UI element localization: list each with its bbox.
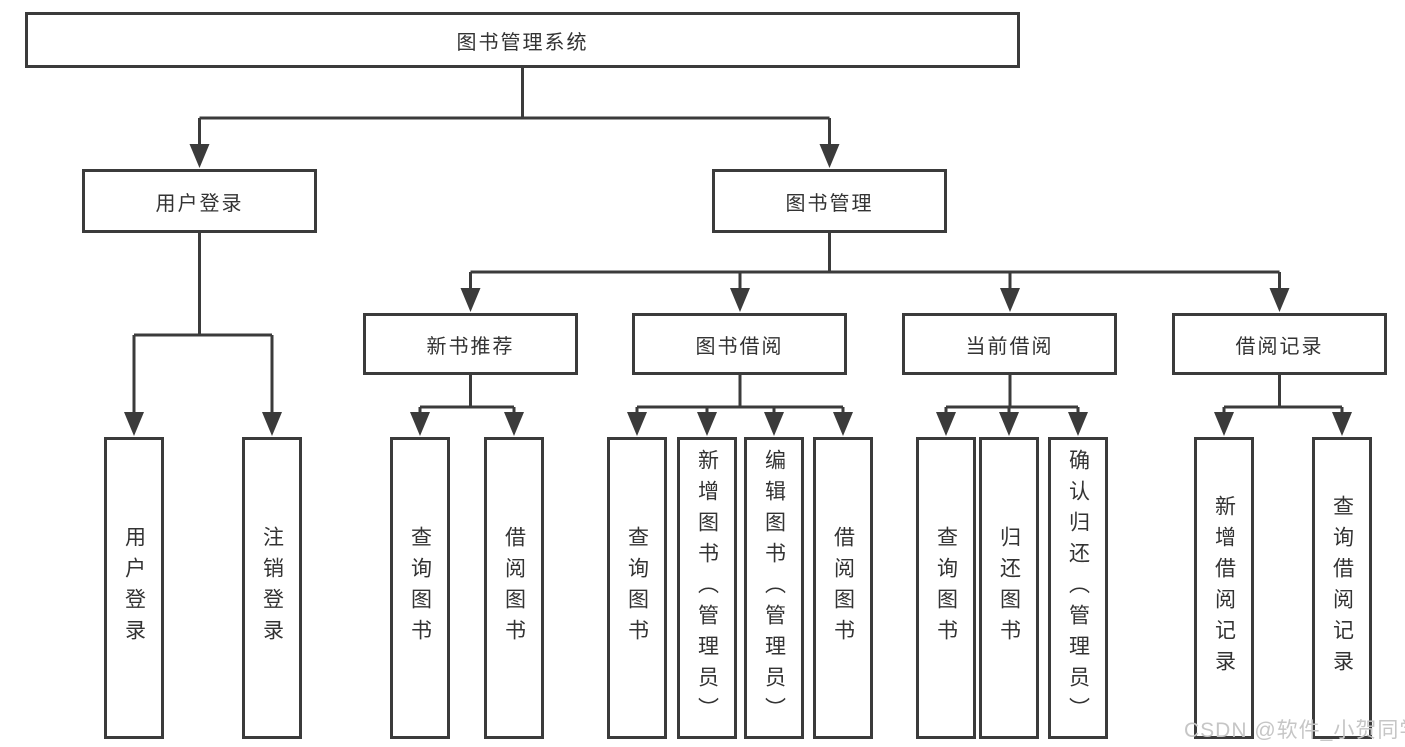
leaf-borrowing-query-books: 查询图书 [607, 437, 667, 739]
leaf-logout-label: 注销登录 [260, 526, 284, 650]
leaf-borrowing-borrow-books-label: 借阅图书 [831, 526, 855, 650]
node-user-login-label: 用户登录 [155, 192, 244, 215]
node-new-book-recommend-label: 新书推荐 [426, 335, 515, 358]
leaf-borrowing-edit-books-admin: 编辑图书（管理员） [744, 437, 804, 739]
leaf-current-confirm-return-admin: 确认归还（管理员） [1048, 437, 1108, 739]
node-user-login: 用户登录 [82, 169, 317, 233]
leaf-current-query-books-label: 查询图书 [934, 526, 958, 650]
leaf-borrowing-borrow-books: 借阅图书 [813, 437, 873, 739]
node-new-book-recommend: 新书推荐 [363, 313, 578, 375]
leaf-user-login-label: 用户登录 [122, 526, 146, 650]
node-book-management: 图书管理 [712, 169, 947, 233]
leaf-recommend-borrow-books-label: 借阅图书 [502, 526, 526, 650]
leaf-logout: 注销登录 [242, 437, 302, 739]
leaf-records-add-record: 新增借阅记录 [1194, 437, 1254, 739]
node-borrowing-records-label: 借阅记录 [1235, 335, 1324, 358]
leaf-borrowing-add-books-admin: 新增图书（管理员） [677, 437, 737, 739]
node-root-label: 图书管理系统 [456, 31, 589, 54]
node-root: 图书管理系统 [25, 12, 1020, 68]
leaf-records-add-record-label: 新增借阅记录 [1212, 495, 1236, 681]
leaf-borrowing-edit-books-admin-label: 编辑图书（管理员） [762, 448, 786, 728]
leaf-user-login: 用户登录 [104, 437, 164, 739]
leaf-current-query-books: 查询图书 [916, 437, 976, 739]
leaf-current-confirm-return-admin-label: 确认归还（管理员） [1066, 448, 1090, 728]
leaf-records-query-record: 查询借阅记录 [1312, 437, 1372, 739]
leaf-current-return-books-label: 归还图书 [997, 526, 1021, 650]
leaf-recommend-query-books-label: 查询图书 [408, 526, 432, 650]
leaf-borrowing-add-books-admin-label: 新增图书（管理员） [695, 448, 719, 728]
leaf-current-return-books: 归还图书 [979, 437, 1039, 739]
leaf-recommend-query-books: 查询图书 [390, 437, 450, 739]
node-borrowing-records: 借阅记录 [1172, 313, 1387, 375]
leaf-borrowing-query-books-label: 查询图书 [625, 526, 649, 650]
leaf-recommend-borrow-books: 借阅图书 [484, 437, 544, 739]
node-current-borrowing: 当前借阅 [902, 313, 1117, 375]
node-book-borrowing-label: 图书借阅 [695, 335, 784, 358]
watermark: CSDN @软件_小贺同学 [1184, 719, 1405, 742]
node-current-borrowing-label: 当前借阅 [965, 335, 1054, 358]
leaf-records-query-record-label: 查询借阅记录 [1330, 495, 1354, 681]
node-book-management-label: 图书管理 [785, 192, 874, 215]
node-book-borrowing: 图书借阅 [632, 313, 847, 375]
